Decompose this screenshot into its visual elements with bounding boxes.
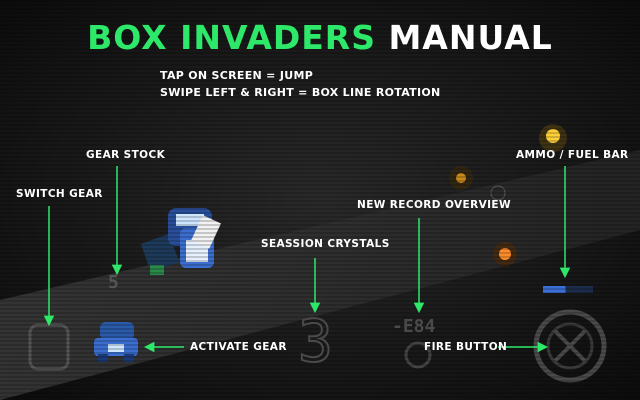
record-value: -E84 bbox=[392, 316, 436, 337]
label-gear-stock: GEAR STOCK bbox=[86, 149, 166, 161]
title-game-name: BOX INVADERS bbox=[87, 18, 376, 57]
instruction-jump: TAP ON SCREEN = JUMP bbox=[160, 69, 314, 82]
title-manual-word: MANUAL bbox=[388, 18, 553, 57]
label-new-record-overview: NEW RECORD OVERVIEW bbox=[357, 199, 511, 211]
crystal-count: 3 bbox=[297, 306, 334, 376]
instruction-rotation: SWIPE LEFT & RIGHT = BOX LINE ROTATION bbox=[160, 86, 441, 99]
gear-stock-count: 5 bbox=[108, 272, 119, 293]
label-ammo-fuel-bar: AMMO / FUEL BAR bbox=[516, 149, 629, 161]
label-fire-button: FIRE BUTTON bbox=[424, 341, 508, 353]
label-activate-gear: ACTIVATE GEAR bbox=[190, 341, 287, 353]
manual-title: BOX INVADERS MANUAL bbox=[0, 18, 640, 57]
label-switch-gear: SWITCH GEAR bbox=[16, 188, 103, 200]
label-seassion-crystals: SEASSION CRYSTALS bbox=[261, 238, 390, 250]
